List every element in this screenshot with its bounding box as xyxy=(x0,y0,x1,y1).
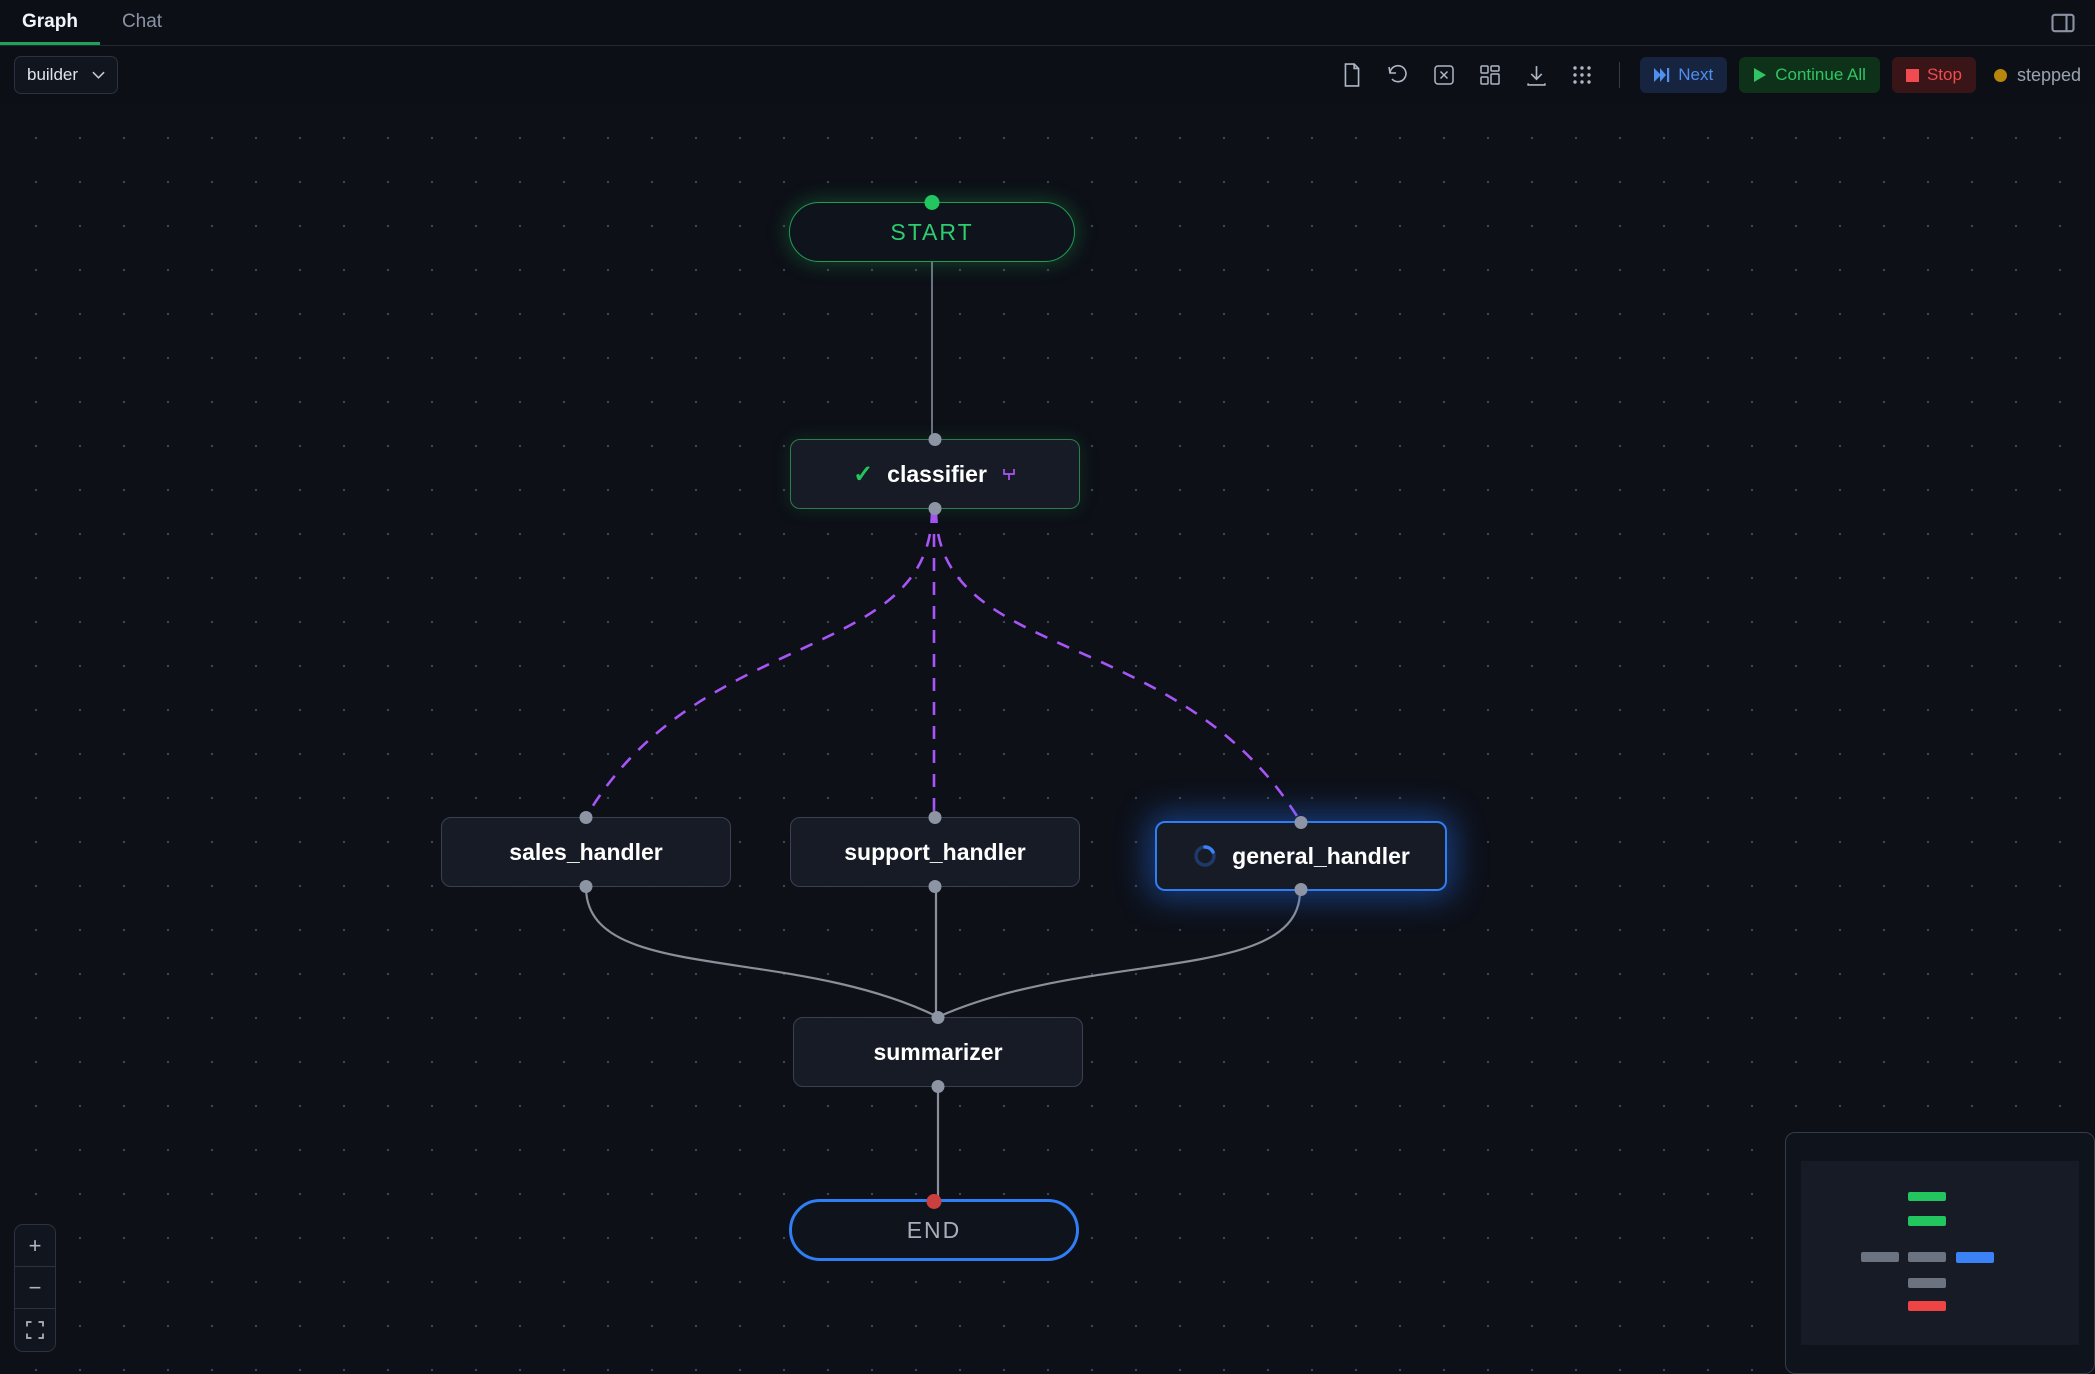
stop-label: Stop xyxy=(1926,65,1962,84)
tab-graph[interactable]: Graph xyxy=(0,0,100,45)
node-handle-input[interactable] xyxy=(928,433,942,446)
fit-view-button[interactable] xyxy=(15,1309,55,1351)
graph-node-end[interactable]: END xyxy=(789,1194,1079,1261)
minimap-node xyxy=(1861,1252,1899,1262)
graph-node-sales-handler[interactable]: sales_handler xyxy=(441,811,731,893)
stop-button[interactable]: Stop xyxy=(1891,57,1976,93)
node-handle-output[interactable] xyxy=(931,1080,945,1093)
chevron-down-icon xyxy=(92,71,105,79)
minimap[interactable] xyxy=(1785,1132,2095,1374)
node-handle-output[interactable] xyxy=(928,880,942,893)
download-icon[interactable] xyxy=(1519,58,1553,92)
node-handle-input[interactable] xyxy=(1294,816,1308,829)
graph-canvas[interactable]: START ✓ classifier sales_handler support… xyxy=(0,104,2095,1374)
graph-node-support-handler[interactable]: support_handler xyxy=(790,811,1080,893)
panel-right-icon[interactable] xyxy=(2049,9,2077,37)
status-label: stepped xyxy=(2016,64,2081,85)
node-handle-output[interactable] xyxy=(579,880,593,893)
graph-select-value: builder xyxy=(27,65,79,84)
dots-grid-icon[interactable] xyxy=(1565,58,1599,92)
zoom-controls: + − xyxy=(14,1224,56,1352)
zoom-in-button[interactable]: + xyxy=(15,1225,55,1267)
tab-bar: Graph Chat xyxy=(0,0,2095,46)
node-label: END xyxy=(906,1216,962,1243)
node-label: classifier xyxy=(887,460,987,487)
node-handle-input[interactable] xyxy=(579,811,593,824)
node-handle-input[interactable] xyxy=(928,811,942,824)
node-handle-output[interactable] xyxy=(924,195,940,210)
node-label: summarizer xyxy=(873,1038,1003,1065)
zoom-out-button[interactable]: − xyxy=(15,1267,55,1309)
continue-all-button[interactable]: Continue All xyxy=(1739,57,1880,93)
status-badge: stepped xyxy=(1993,64,2081,86)
minimap-node xyxy=(1956,1252,1994,1263)
node-label: support_handler xyxy=(844,838,1026,865)
edge-layer xyxy=(584,262,1302,1199)
node-handle-output[interactable] xyxy=(1294,883,1308,896)
graph-node-classifier[interactable]: ✓ classifier xyxy=(790,433,1080,515)
node-handle-output[interactable] xyxy=(928,502,942,515)
spinner-icon xyxy=(1194,845,1216,867)
toolbar-divider xyxy=(1619,62,1621,88)
reset-icon[interactable] xyxy=(1381,58,1415,92)
node-handle-input[interactable] xyxy=(931,1011,945,1024)
graph-node-start[interactable]: START xyxy=(789,195,1075,262)
minimap-node xyxy=(1908,1192,1946,1201)
next-label: Next xyxy=(1678,65,1714,84)
fit-view-icon xyxy=(26,1321,44,1339)
node-label: general_handler xyxy=(1232,842,1410,869)
node-handle-input[interactable] xyxy=(926,1194,942,1209)
graph-node-summarizer[interactable]: summarizer xyxy=(793,1011,1083,1093)
minimap-node xyxy=(1908,1216,1946,1226)
play-icon xyxy=(1754,68,1767,82)
clear-icon[interactable] xyxy=(1427,58,1461,92)
graph-node-general-handler[interactable]: general_handler xyxy=(1155,816,1447,896)
minimap-node xyxy=(1908,1278,1946,1288)
minimap-node xyxy=(1908,1301,1946,1311)
node-label: sales_handler xyxy=(509,838,663,865)
minimap-viewport xyxy=(1801,1161,2079,1345)
edge-sales-summarizer xyxy=(584,886,939,1018)
tab-chat[interactable]: Chat xyxy=(121,11,163,32)
graph-select[interactable]: builder xyxy=(14,56,119,94)
layout-icon[interactable] xyxy=(1473,58,1507,92)
status-dot xyxy=(1993,68,2007,82)
toolbar: builder Next Continue All xyxy=(0,46,2095,104)
minimap-node xyxy=(1908,1252,1946,1262)
edge-general-summarizer xyxy=(937,890,1302,1019)
branch-icon xyxy=(1003,469,1015,480)
check-icon: ✓ xyxy=(853,460,874,488)
skip-forward-icon xyxy=(1654,68,1670,82)
file-icon[interactable] xyxy=(1335,58,1369,92)
edge-classifier-sales xyxy=(584,509,934,818)
continue-all-label: Continue All xyxy=(1775,65,1866,84)
next-button[interactable]: Next xyxy=(1640,57,1728,93)
node-label: START xyxy=(890,218,974,245)
stop-square-icon xyxy=(1905,68,1919,82)
edge-classifier-general xyxy=(934,509,1302,822)
